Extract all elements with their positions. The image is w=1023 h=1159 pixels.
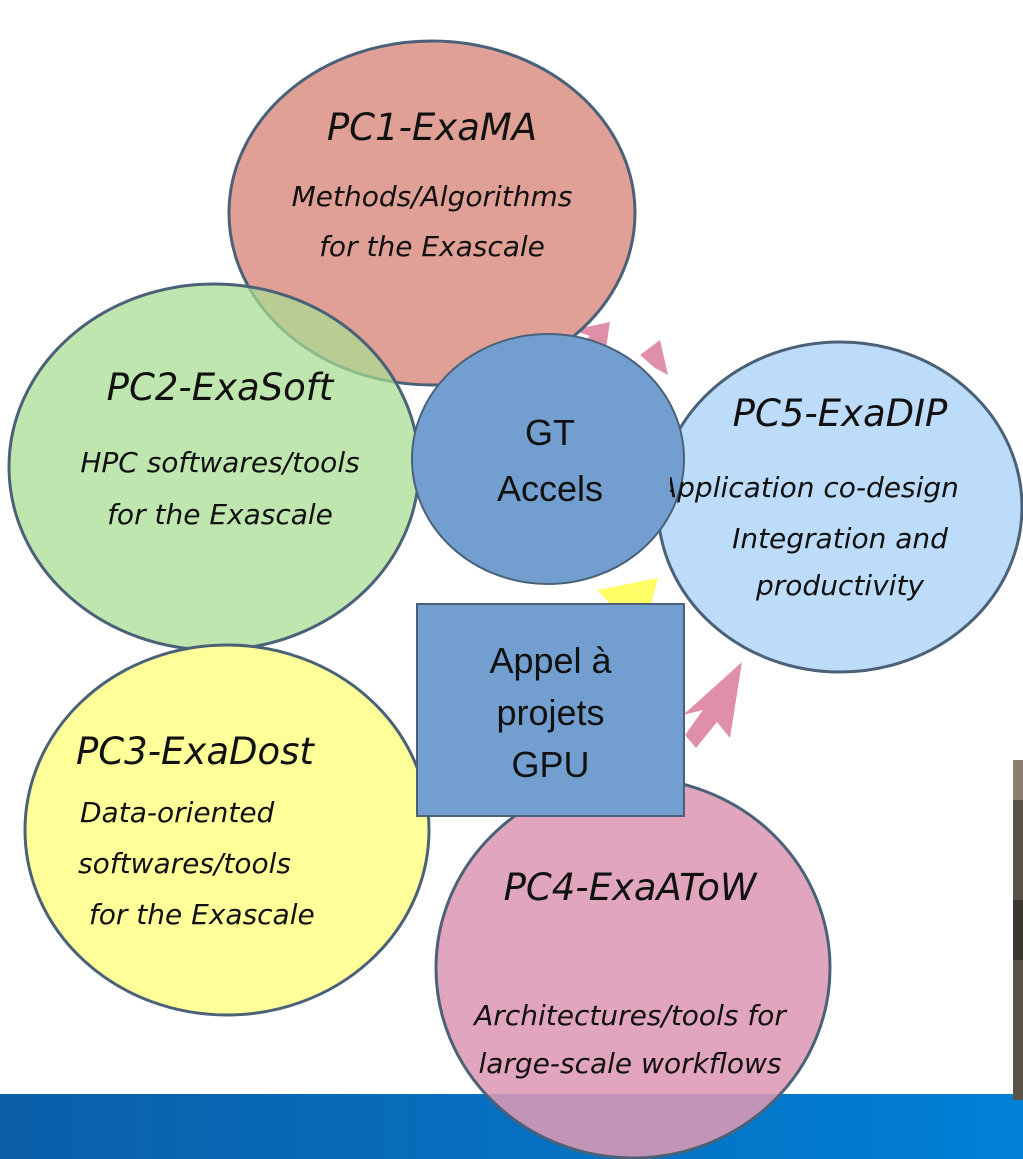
arrow-pink-lower bbox=[683, 662, 742, 748]
pc1-line2: for the Exascale bbox=[319, 230, 545, 263]
pc2-line1: HPC softwares/tools bbox=[80, 446, 360, 479]
node-pc1 bbox=[227, 39, 637, 387]
pc4-line1: Architectures/tools for bbox=[474, 999, 786, 1032]
arrow-pink-right bbox=[640, 340, 668, 375]
pc1-title: PC1-ExaMA bbox=[326, 106, 538, 149]
appel-line1: Appel à bbox=[489, 640, 612, 681]
pc5-title: PC5-ExaDIP bbox=[732, 392, 948, 435]
appel-line2: projets bbox=[496, 692, 605, 733]
pc4-line2: large-scale workflows bbox=[478, 1047, 782, 1080]
pc2-title: PC2-ExaSoft bbox=[106, 366, 334, 409]
pc3-line3: for the Exascale bbox=[80, 898, 315, 931]
pc5-line2: Integration and bbox=[732, 522, 948, 555]
gt-line1: GT bbox=[525, 412, 575, 453]
appel-line3: GPU bbox=[511, 744, 590, 785]
pc3-line1: Data-oriented bbox=[80, 796, 275, 829]
node-pc4 bbox=[434, 776, 832, 1159]
photo-fragment bbox=[1013, 760, 1023, 1100]
node-appel bbox=[416, 603, 685, 817]
pc5-line3: productivity bbox=[756, 569, 924, 602]
node-pc3 bbox=[23, 643, 431, 1017]
gt-line2: Accels bbox=[496, 468, 604, 509]
pc4-title: PC4-ExaAToW bbox=[503, 866, 757, 909]
pc3-title: PC3-ExaDost bbox=[76, 730, 314, 773]
pc1-line1: Methods/Algorithms bbox=[291, 180, 573, 213]
pc5-line1: Application co-design bbox=[670, 471, 959, 504]
pc3-line2: softwares/tools bbox=[78, 847, 291, 880]
node-gt bbox=[411, 333, 685, 585]
pc2-line2: for the Exascale bbox=[107, 498, 333, 531]
